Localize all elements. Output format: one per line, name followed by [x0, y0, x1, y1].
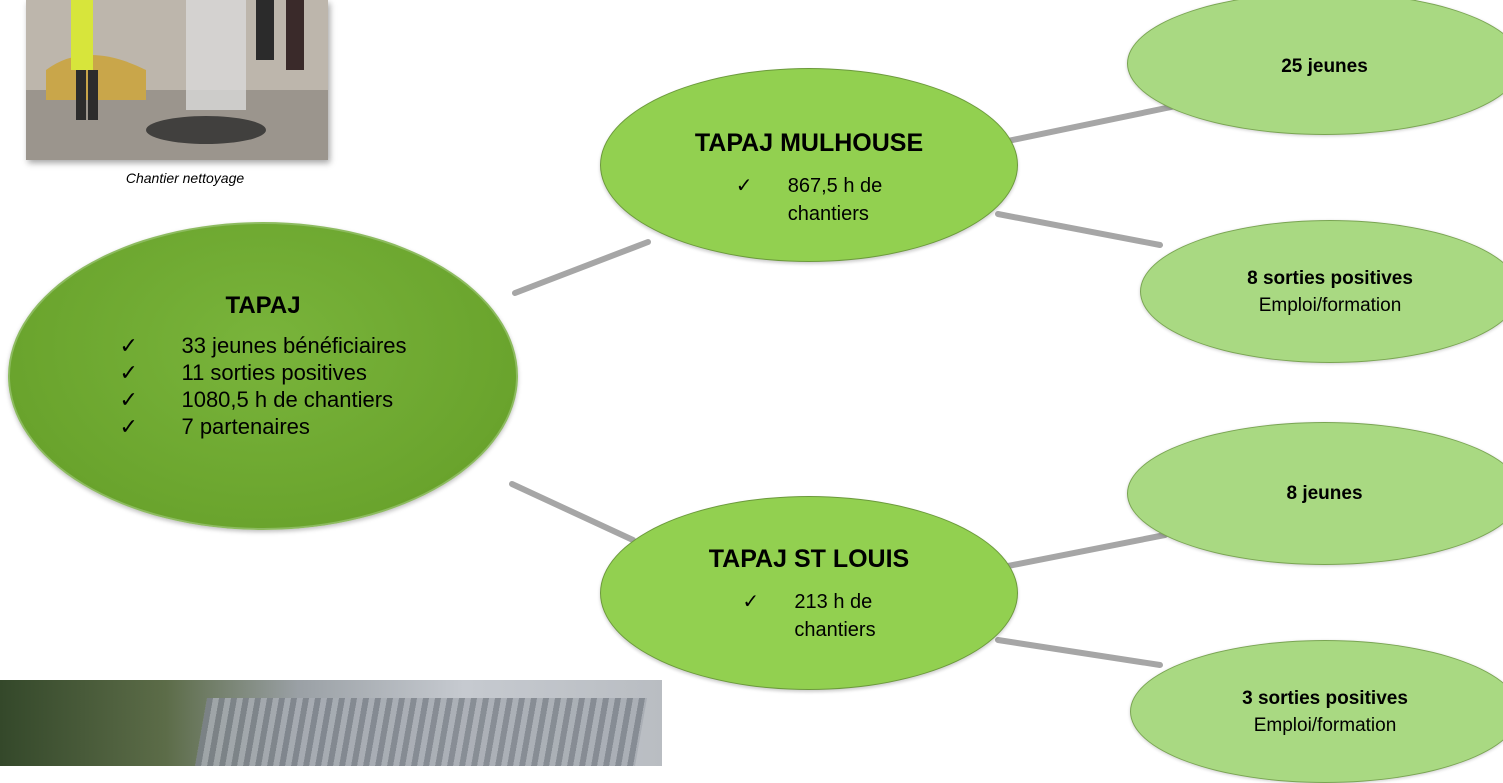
connector-stlouis-jeunes — [995, 532, 1168, 571]
photo-roof — [192, 698, 648, 766]
node-tapaj-st-louis: TAPAJ ST LOUIS ✓213 h de chantiers — [600, 496, 1018, 690]
list-item: ✓33 jeunes bénéficiaires — [119, 333, 407, 358]
leaf-title: 8 sorties positives — [1247, 267, 1413, 289]
node-title: TAPAJ — [225, 292, 301, 319]
leaf-stlouis-jeunes: 8 jeunes — [1127, 422, 1503, 565]
leaf-title: 25 jeunes — [1281, 56, 1368, 77]
list-item-continued: chantiers — [787, 203, 869, 225]
connector-mulhouse-jeunes — [995, 103, 1179, 146]
check-icon: ✓ — [119, 333, 138, 358]
list-item: ✓1080,5 h de chantiers — [119, 387, 394, 412]
mulhouse-checklist: ✓867,5 h de chantiers — [736, 172, 883, 228]
check-icon: ✓ — [742, 591, 760, 613]
leaf-subtitle: Emploi/formation — [1258, 294, 1402, 316]
list-item: ✓213 h de — [742, 588, 875, 616]
leaf-title: 8 jeunes — [1286, 483, 1363, 504]
list-item: ✓7 partenaires — [119, 414, 310, 439]
node-title: TAPAJ ST LOUIS — [708, 545, 910, 573]
photo-illustration — [26, 0, 328, 160]
leaf-title: 3 sorties positives — [1242, 687, 1408, 709]
leaf-subtitle: Emploi/formation — [1253, 714, 1397, 736]
node-tapaj-mulhouse: TAPAJ MULHOUSE ✓867,5 h de chantiers — [600, 68, 1018, 262]
check-icon: ✓ — [119, 387, 138, 412]
connector-lines — [509, 103, 1179, 668]
connector-main-stlouis — [509, 481, 636, 543]
connector-main-mulhouse — [512, 239, 651, 296]
check-icon: ✓ — [735, 175, 753, 197]
check-icon: ✓ — [119, 414, 138, 439]
photo-chantier-nettoyage — [26, 0, 328, 160]
connector-mulhouse-sorties — [995, 211, 1163, 248]
leaf-mulhouse-jeunes: 25 jeunes — [1127, 0, 1503, 135]
stlouis-checklist: ✓213 h de chantiers — [742, 588, 875, 644]
list-item: ✓867,5 h de — [736, 172, 883, 200]
connector-stlouis-sorties — [995, 637, 1163, 668]
tapaj-checklist: ✓33 jeunes bénéficiaires ✓11 sorties pos… — [119, 332, 406, 440]
node-tapaj: TAPAJ ✓33 jeunes bénéficiaires ✓11 sorti… — [8, 222, 518, 530]
leaf-mulhouse-sorties: 8 sorties positives Emploi/formation — [1140, 220, 1503, 363]
list-item: ✓11 sorties positives — [119, 360, 367, 385]
photo-building — [0, 680, 662, 766]
node-title: TAPAJ MULHOUSE — [694, 129, 924, 157]
leaf-stlouis-sorties: 3 sorties positives Emploi/formation — [1130, 640, 1503, 783]
check-icon: ✓ — [119, 360, 138, 385]
list-item-continued: chantiers — [794, 619, 876, 641]
photo-caption: Chantier nettoyage — [125, 170, 245, 186]
